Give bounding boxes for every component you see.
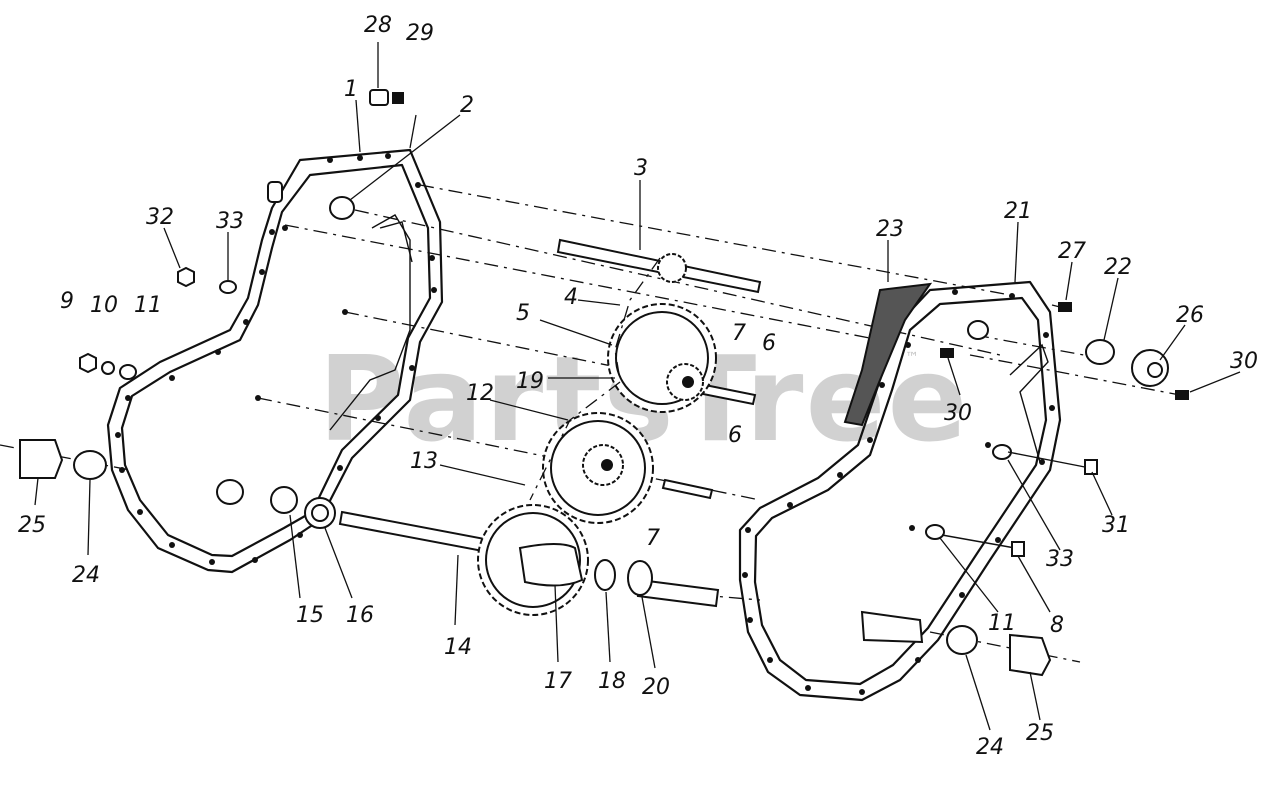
callout-31: 31	[1102, 513, 1130, 538]
screw-30-left	[940, 348, 954, 358]
callout-26: 26	[1176, 303, 1204, 328]
washer-33-left	[219, 280, 237, 294]
bolt-8	[941, 534, 1016, 549]
nut-28	[369, 89, 389, 106]
bolt-29	[392, 92, 404, 104]
callout-7-lower: 7	[646, 526, 660, 551]
bearing-left-lower	[216, 479, 244, 505]
seal-24-right	[946, 625, 978, 655]
callout-33-right: 33	[1046, 547, 1074, 572]
callout-5: 5	[516, 301, 530, 326]
bearing-right-lower	[860, 610, 924, 644]
callout-9: 9	[60, 289, 74, 314]
nut-32	[177, 266, 195, 288]
washer-11-right	[925, 524, 945, 540]
nut-9	[79, 352, 97, 374]
watermark-trademark: ™	[905, 350, 919, 366]
callout-19: 19	[516, 369, 544, 394]
collar-20	[627, 560, 653, 596]
callout-21: 21	[1004, 199, 1032, 224]
callout-17: 17	[544, 669, 572, 694]
callout-23: 23	[876, 217, 904, 242]
callout-24-left: 24	[72, 563, 100, 588]
seal-15	[270, 486, 298, 514]
sprocket-small-3	[657, 253, 687, 283]
callout-14: 14	[444, 635, 472, 660]
callout-labels: 28 29 1 2 3 32 33 9 10 11 4 5 7 6 19 12 …	[18, 13, 1258, 760]
bearing-22	[1085, 339, 1115, 365]
callout-10: 10	[90, 293, 118, 318]
callout-6-lower: 6	[728, 423, 742, 448]
screw-30-right	[1175, 390, 1189, 400]
callout-33-left: 33	[216, 209, 244, 234]
shaft-14	[338, 510, 492, 554]
right-chain-case	[738, 280, 1062, 702]
callout-16: 16	[346, 603, 374, 628]
hardware	[19, 89, 1189, 677]
leader-lines	[34, 42, 1241, 731]
callout-30-left: 30	[944, 401, 972, 426]
callout-4: 4	[564, 285, 578, 310]
washer-11-left	[119, 364, 137, 380]
callout-18: 18	[598, 669, 626, 694]
callout-27: 27	[1058, 239, 1086, 264]
callout-13: 13	[410, 449, 438, 474]
callout-7-upper: 7	[732, 321, 746, 346]
callout-25-right: 25	[1026, 721, 1054, 746]
callout-15: 15	[296, 603, 324, 628]
callout-20: 20	[642, 675, 670, 700]
callout-8: 8	[1050, 613, 1064, 638]
plug-25-right	[1009, 633, 1052, 677]
callout-11-left: 11	[134, 293, 162, 318]
callout-24-right: 24	[976, 735, 1004, 760]
callout-25-left: 25	[18, 513, 46, 538]
bearing-left-upper	[329, 196, 355, 220]
callout-32: 32	[146, 205, 174, 230]
gears	[477, 253, 717, 616]
callout-11-right: 11	[988, 611, 1016, 636]
callout-2: 2	[460, 93, 474, 118]
left-chain-case	[106, 148, 444, 574]
callout-30-right: 30	[1230, 349, 1258, 374]
washer-18	[594, 559, 616, 591]
callout-12: 12	[466, 381, 494, 406]
chains	[529, 257, 661, 501]
callout-1: 1	[344, 77, 358, 102]
callout-6-upper: 6	[762, 331, 776, 356]
lockwasher-10	[101, 361, 115, 375]
hub-17	[518, 543, 584, 587]
callout-28: 28	[364, 13, 392, 38]
gasket-23	[843, 282, 933, 427]
bolt-31	[1007, 451, 1091, 469]
callout-22: 22	[1104, 255, 1132, 280]
callout-29: 29	[406, 21, 434, 46]
pin-6-lower	[661, 478, 714, 500]
plug-25-left	[19, 439, 64, 479]
callout-3: 3	[634, 156, 648, 181]
seal-24-left	[73, 450, 107, 480]
